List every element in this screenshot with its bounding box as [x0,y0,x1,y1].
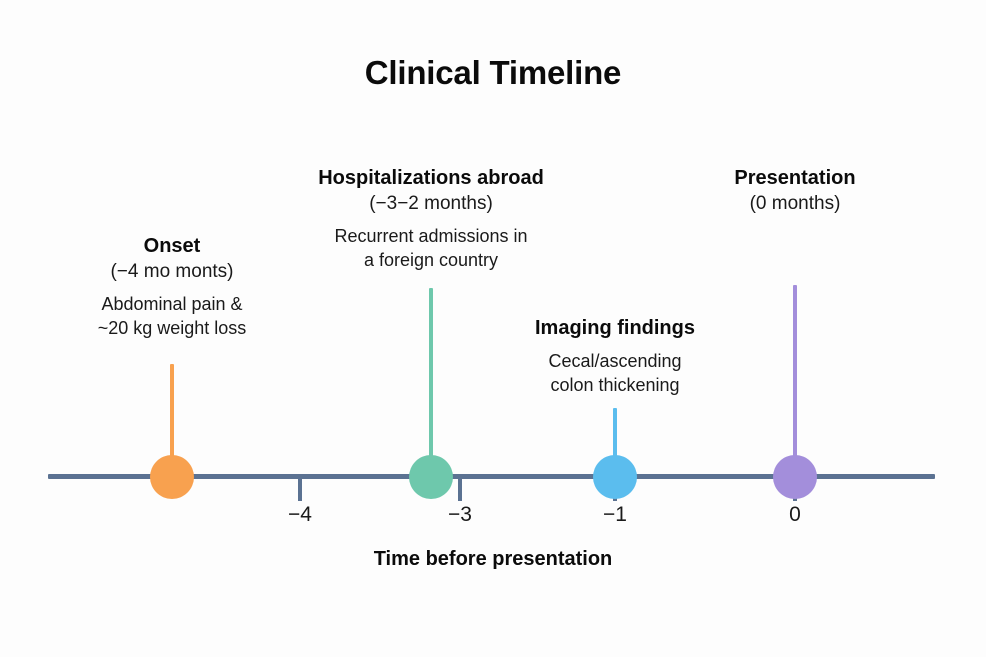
event-detail-line: Recurrent admissions in [334,226,528,247]
event-title: Presentation [734,167,856,189]
event-detail-line: colon thickening [550,375,680,396]
timeline-axis [48,474,935,479]
event-detail-line: Abdominal pain & [101,294,243,315]
event-marker-dot[interactable] [773,455,817,499]
event-period: (0 months) [749,193,841,215]
axis-tick-label: −4 [288,503,312,526]
event-detail-line: Cecal/ascending [548,351,682,372]
event-title: Hospitalizations abroad [318,167,544,189]
event-marker-dot[interactable] [150,455,194,499]
event-stem [613,408,617,477]
axis-tick-label: −1 [603,503,627,526]
event-marker-dot[interactable] [409,455,453,499]
event-detail-line: ~20 kg weight loss [97,318,247,339]
event-marker-dot[interactable] [593,455,637,499]
event-stem [429,288,433,477]
event-detail: Abdominal pain & ~20 kg weight loss [7,293,337,341]
event-label-group: Presentation (0 months) [630,165,960,216]
axis-tick-mark [298,479,302,501]
page-title: Clinical Timeline [364,54,622,91]
event-label-group: Hospitalizations abroad (−3−2 months) Recu… [266,165,596,273]
event-detail: Cecal/ascending colon thickening [450,350,780,398]
event-period: (−4 mo monts) [110,261,234,283]
event-period: (−3−2 months) [369,193,493,215]
event-detail-line: a foreign country [363,250,499,271]
axis-tick-mark [458,479,462,501]
event-title: Onset [143,235,201,257]
axis-tick-label: −3 [448,503,472,526]
event-stem [793,285,797,477]
event-stem [170,364,174,477]
axis-caption: Time before presentation [373,548,613,570]
axis-tick-label: 0 [789,503,801,526]
event-detail: Recurrent admissions in a foreign country [266,225,596,273]
event-label-group: Onset (−4 mo monts) Abdominal pain & ~20 kg… [7,233,337,341]
event-title: Imaging findings [535,317,695,339]
